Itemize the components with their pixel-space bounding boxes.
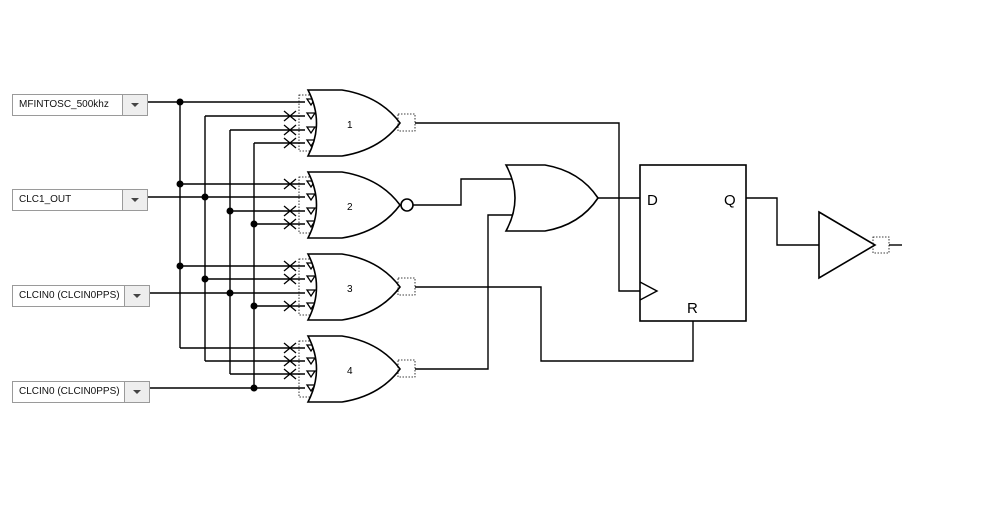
output-pins xyxy=(397,113,416,378)
output-buffer[interactable] xyxy=(818,210,877,280)
q-output-wire xyxy=(746,197,819,246)
chevron-down-icon xyxy=(133,294,141,298)
or-gate-2[interactable]: 2 xyxy=(306,171,414,239)
input-select-4-button[interactable] xyxy=(124,382,149,402)
combine-or-gate[interactable] xyxy=(504,164,599,232)
gate-2-input-lines xyxy=(180,183,305,225)
input-select-2[interactable]: CLC1_OUT xyxy=(12,189,148,211)
gate-1-input-lines xyxy=(205,115,305,144)
input-feed-lines xyxy=(148,101,305,389)
input-select-2-button[interactable] xyxy=(122,190,147,210)
gate-4-input-lines xyxy=(180,347,305,375)
or-gate-1[interactable]: 1 xyxy=(306,89,401,157)
invert-bubble xyxy=(400,198,414,212)
input-select-2-value: CLC1_OUT xyxy=(19,194,72,205)
d-flip-flop[interactable]: D Q R xyxy=(639,164,747,322)
or-gate-3[interactable]: 3 xyxy=(306,253,401,321)
invert-markers xyxy=(283,110,297,380)
ff-d-label: D xyxy=(647,192,658,209)
gate-4-label: 4 xyxy=(347,366,353,377)
chevron-down-icon xyxy=(131,198,139,202)
ff-q-label: Q xyxy=(724,192,736,209)
gate-2-label: 2 xyxy=(347,202,353,213)
input-select-1-value: MFINTOSC_500khz xyxy=(19,99,109,110)
input-select-1-button[interactable] xyxy=(122,95,147,115)
clock-input-icon xyxy=(639,281,659,301)
ff-r-label: R xyxy=(687,300,698,317)
gate-3-label: 3 xyxy=(347,284,353,295)
junction-dots xyxy=(176,98,258,392)
input-buses xyxy=(179,102,255,388)
chevron-down-icon xyxy=(131,103,139,107)
input-select-3[interactable]: CLCIN0 (CLCIN0PPS) xyxy=(12,285,150,307)
input-select-3-button[interactable] xyxy=(124,286,149,306)
gate-output-wires xyxy=(413,122,694,370)
or-gate-4[interactable]: 4 xyxy=(306,335,401,403)
input-select-4[interactable]: CLCIN0 (CLCIN0PPS) xyxy=(12,381,150,403)
gate-1-label: 1 xyxy=(347,120,353,131)
input-select-1[interactable]: MFINTOSC_500khz xyxy=(12,94,148,116)
chevron-down-icon xyxy=(133,390,141,394)
input-select-3-value: CLCIN0 (CLCIN0PPS) xyxy=(19,290,120,301)
gate-3-input-lines xyxy=(180,265,305,307)
input-select-4-value: CLCIN0 (CLCIN0PPS) xyxy=(19,386,120,397)
